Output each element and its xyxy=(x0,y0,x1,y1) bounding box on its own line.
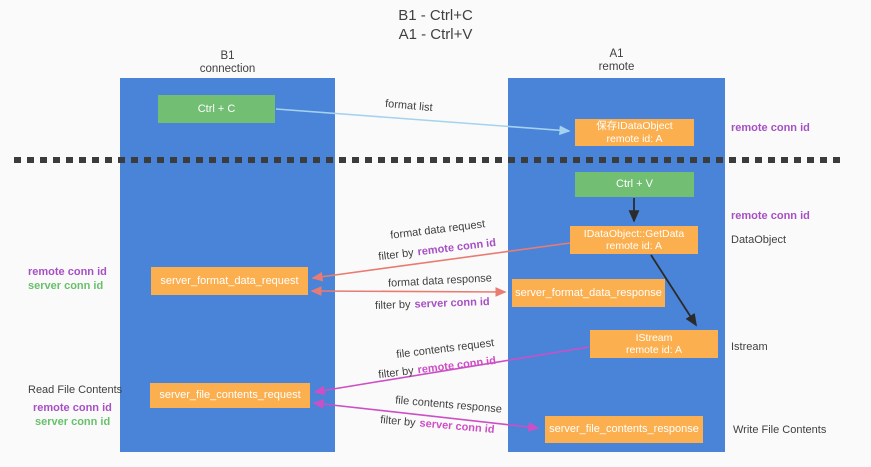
lane-left-header: B1 connection xyxy=(120,50,335,76)
box-istream-line1: IStream xyxy=(635,331,673,344)
session-divider xyxy=(14,157,846,163)
box-server-format-data-request-label: server_format_data_request xyxy=(160,274,299,287)
label-istream: Istream xyxy=(731,341,768,353)
lane-left-role: connection xyxy=(199,63,256,75)
label-format-list: format list xyxy=(384,97,434,115)
box-save-idataobject-line1: 保存IDataObject xyxy=(596,120,673,132)
box-istream-line2: remote id: A xyxy=(625,344,683,356)
box-ctrl-v-label: Ctrl + V xyxy=(616,178,653,190)
box-server-format-data-response-label: server_format_data_response xyxy=(515,286,662,299)
label-remote-conn-id-left-2: remote conn id xyxy=(33,402,112,414)
lane-right-name: A1 xyxy=(609,48,624,60)
label-dataobject: DataObject xyxy=(731,234,787,246)
box-getdata: IDataObject::GetData remote id: A xyxy=(570,226,698,254)
box-getdata-line2: remote id: A xyxy=(605,240,663,252)
format-response-arrow xyxy=(310,286,507,297)
box-ctrl-c: Ctrl + C xyxy=(158,95,275,123)
box-save-idataobject-line2: remote id: A xyxy=(606,132,663,145)
box-save-idataobject: 保存IDataObject remote id: A xyxy=(575,119,694,146)
box-server-format-data-response: server_format_data_response xyxy=(512,279,665,307)
label-format-data-request: format data request xyxy=(389,218,486,242)
label-file-contents-response: file contents response xyxy=(394,394,503,416)
box-ctrl-v: Ctrl + V xyxy=(575,172,694,197)
box-server-file-contents-request: server_file_contents_request xyxy=(150,383,310,408)
box-getdata-line1: IDataObject::GetData xyxy=(583,227,685,240)
box-ctrl-c-label: Ctrl + C xyxy=(197,102,236,115)
label-read-file-contents: Read File Contents xyxy=(28,384,123,396)
box-server-file-contents-response: server_file_contents_response xyxy=(545,416,703,443)
lane-right-role: remote xyxy=(598,61,635,73)
diagram-title: B1 - Ctrl+C A1 - Ctrl+V xyxy=(0,6,871,44)
label-remote-conn-id-top-right: remote conn id xyxy=(731,122,810,134)
label-server-conn-id-left-1: server conn id xyxy=(28,280,104,292)
box-server-file-contents-response-label: server_file_contents_response xyxy=(549,423,699,435)
box-server-format-data-request: server_format_data_request xyxy=(151,267,308,295)
label-write-file-contents: Write File Contents xyxy=(733,424,827,436)
diagram-title-line2: A1 - Ctrl+V xyxy=(398,26,473,43)
label-format-data-response: format data response xyxy=(387,272,493,290)
lane-right-header: A1 remote xyxy=(508,48,725,74)
lane-left-name: B1 xyxy=(220,50,235,62)
box-istream: IStream remote id: A xyxy=(590,330,718,358)
box-server-file-contents-request-label: server_file_contents_request xyxy=(159,389,301,401)
diagram-title-line1: B1 - Ctrl+C xyxy=(398,7,473,24)
label-server-conn-id-left-2: server conn id xyxy=(35,416,111,428)
label-remote-conn-id-mid-right: remote conn id xyxy=(731,210,810,222)
label-remote-conn-id-left-1: remote conn id xyxy=(28,266,107,278)
